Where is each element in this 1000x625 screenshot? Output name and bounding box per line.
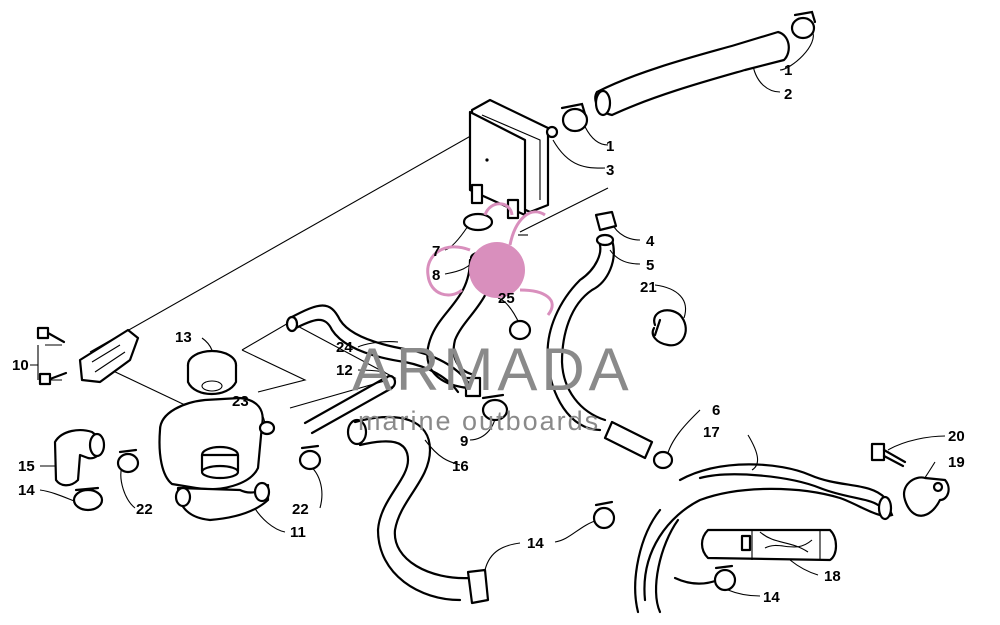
callout-label: 25 (498, 290, 515, 307)
callout-label: 1 (784, 62, 792, 79)
callout-label: 1 (606, 138, 614, 155)
callout-label: 18 (824, 568, 841, 585)
watermark-logo (426, 202, 554, 316)
clamp-14-right (713, 564, 737, 592)
callout-label: 8 (432, 267, 440, 284)
callout-label: 5 (646, 257, 654, 274)
clamp-25 (508, 319, 532, 341)
tube-12 (303, 374, 397, 435)
callout-label: 11 (290, 524, 306, 541)
fitting-23 (258, 420, 276, 436)
fitting-6 (603, 420, 674, 470)
clip-19 (902, 476, 950, 517)
callout-label: 6 (712, 402, 720, 419)
bolt-20 (870, 442, 907, 468)
hose-18 (700, 528, 838, 562)
clamp-22-left (116, 448, 140, 474)
clamp-1-upper (790, 10, 817, 40)
clamp-1-lower (560, 102, 589, 133)
callout-label: 3 (606, 162, 614, 179)
callout-label: 17 (703, 424, 720, 441)
callout-label: 14 (763, 589, 780, 606)
clamp-14-left (72, 486, 104, 512)
callout-label: 7 (432, 243, 440, 260)
hose-5 (546, 233, 615, 432)
cap-13 (186, 349, 238, 395)
callout-label: 14 (527, 535, 544, 552)
clamp-9 (481, 393, 509, 422)
clamp-22-right (298, 444, 322, 471)
hose-2 (594, 30, 790, 117)
callout-label: 12 (336, 362, 353, 379)
callout-label: 19 (948, 454, 965, 471)
callout-label: 22 (136, 501, 153, 518)
reservoir-3 (468, 98, 559, 220)
tube-24 (285, 304, 472, 394)
clamp-14-mid (592, 500, 616, 530)
tank-11 (158, 396, 271, 522)
callout-label: 2 (784, 86, 792, 103)
watermark-title: ARMADA (352, 336, 633, 403)
watermark-subtitle: marine outboards (358, 406, 600, 436)
callout-label: 21 (640, 279, 657, 296)
callout-label: 15 (18, 458, 35, 475)
bracket-10 (36, 326, 140, 386)
callout-label: 10 (12, 357, 29, 374)
hose-17 (634, 463, 894, 614)
cap-4 (594, 210, 618, 232)
callout-label: 16 (452, 458, 469, 475)
callout-label: 9 (460, 433, 468, 450)
callout-label: 4 (646, 233, 655, 250)
clamp-21 (651, 309, 687, 347)
callout-labels: 1 2 1 3 4 5 21 7 8 25 24 12 13 10 23 9 1… (12, 62, 965, 606)
callout-label: 22 (292, 501, 309, 518)
elbow-15 (53, 429, 106, 487)
callout-label: 14 (18, 482, 35, 499)
callout-label: 24 (336, 339, 353, 356)
callout-label: 23 (232, 393, 249, 410)
hose-16 (346, 415, 490, 605)
callout-label: 20 (948, 428, 965, 445)
callout-label: 13 (175, 329, 192, 346)
